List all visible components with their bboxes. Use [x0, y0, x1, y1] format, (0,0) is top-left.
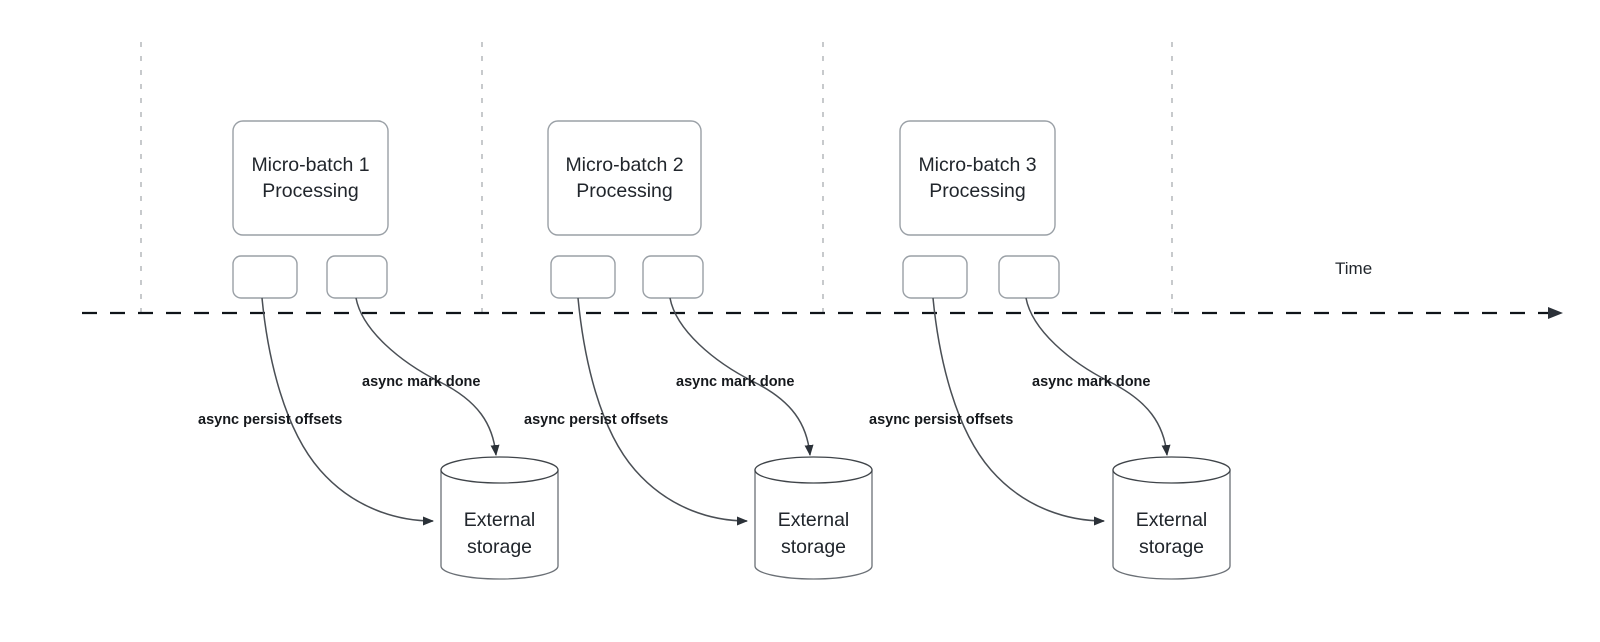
- cylinder-top-3: [1112, 456, 1231, 484]
- microbatch-box-1-label-line2: Processing: [262, 180, 358, 202]
- edge-label-mark-done-2: async mark done: [676, 374, 794, 390]
- edge-label-mark-done-3: async mark done: [1032, 374, 1150, 390]
- cylinder-top-2: [754, 456, 873, 484]
- microbatch-box-3[interactable]: [899, 120, 1056, 236]
- boundary-guides: [140, 42, 1173, 320]
- external-storage-2-label-line1: External: [778, 509, 850, 531]
- cylinder-top-1: [440, 456, 559, 484]
- group-1: Micro-batch 1 Processing async persist o…: [198, 120, 559, 580]
- marker-box-1-left[interactable]: [232, 255, 298, 299]
- group-3: Micro-batch 3 Processing async persist o…: [869, 120, 1231, 580]
- marker-box-2-right[interactable]: [642, 255, 704, 299]
- external-storage-3-label-line2: storage: [1139, 536, 1204, 558]
- microbatch-box-2[interactable]: [547, 120, 702, 236]
- external-storage-2-label-line2: storage: [781, 536, 846, 558]
- connector-mark-done-2: [669, 297, 814, 456]
- edge-label-persist-offsets-2: async persist offsets: [524, 412, 668, 428]
- cylinder-body-3: [1112, 469, 1231, 580]
- external-storage-1-label-line2: storage: [467, 536, 532, 558]
- microbatch-box-2-label-line2: Processing: [576, 180, 672, 202]
- external-storage-cylinder-2[interactable]: External storage: [754, 456, 873, 580]
- cylinder-body-1: [440, 469, 559, 580]
- connector-persist-offsets-1: [261, 297, 434, 526]
- marker-box-1-right[interactable]: [326, 255, 388, 299]
- microbatch-box-1-label-line1: Micro-batch 1: [251, 154, 369, 176]
- external-storage-3-label-line1: External: [1136, 509, 1208, 531]
- microbatch-box-2-label-line1: Micro-batch 2: [565, 154, 683, 176]
- group-2: Micro-batch 2 Processing async persist o…: [524, 120, 873, 580]
- cylinder-body-2: [754, 469, 873, 580]
- connector-persist-offsets-2: [577, 297, 748, 526]
- connector-mark-done-3: [1025, 297, 1171, 456]
- edge-label-persist-offsets-1: async persist offsets: [198, 412, 342, 428]
- edge-label-persist-offsets-3: async persist offsets: [869, 412, 1013, 428]
- microbatch-box-3-label-line1: Micro-batch 3: [918, 154, 1036, 176]
- time-axis-label: Time: [1335, 259, 1372, 278]
- marker-box-3-left[interactable]: [902, 255, 968, 299]
- connector-mark-done-1: [355, 297, 500, 456]
- external-storage-1-label-line1: External: [464, 509, 536, 531]
- marker-box-3-right[interactable]: [998, 255, 1060, 299]
- external-storage-cylinder-3[interactable]: External storage: [1112, 456, 1231, 580]
- marker-box-2-left[interactable]: [550, 255, 616, 299]
- microbatch-box-3-label-line2: Processing: [929, 180, 1025, 202]
- external-storage-cylinder-1[interactable]: External storage: [440, 456, 559, 580]
- connector-persist-offsets-3: [932, 297, 1105, 526]
- microbatch-box-1[interactable]: [232, 120, 389, 236]
- edge-label-mark-done-1: async mark done: [362, 374, 480, 390]
